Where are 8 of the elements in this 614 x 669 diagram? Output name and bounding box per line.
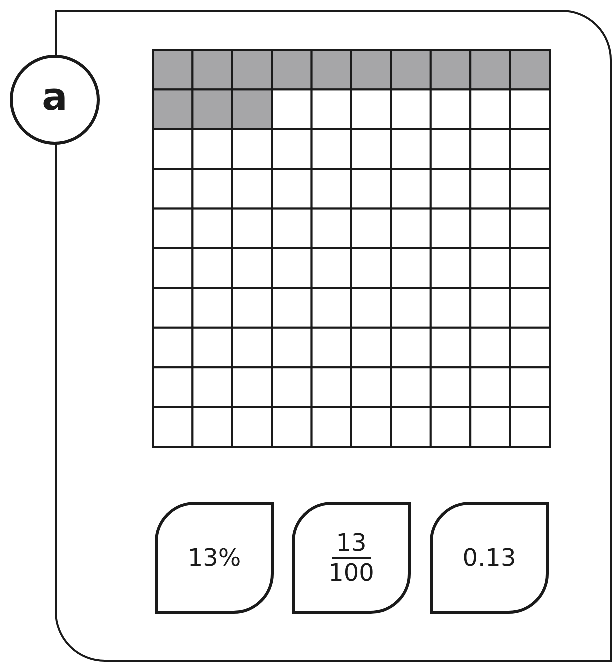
value-label: 0.13 [462, 544, 516, 572]
numerator: 13 [332, 529, 371, 559]
denominator: 100 [328, 559, 376, 587]
answer-card [430, 502, 549, 614]
answer-card [155, 502, 274, 614]
letter-label: a [42, 75, 68, 119]
value-label: 13% [188, 544, 242, 572]
answer-card [292, 502, 411, 614]
